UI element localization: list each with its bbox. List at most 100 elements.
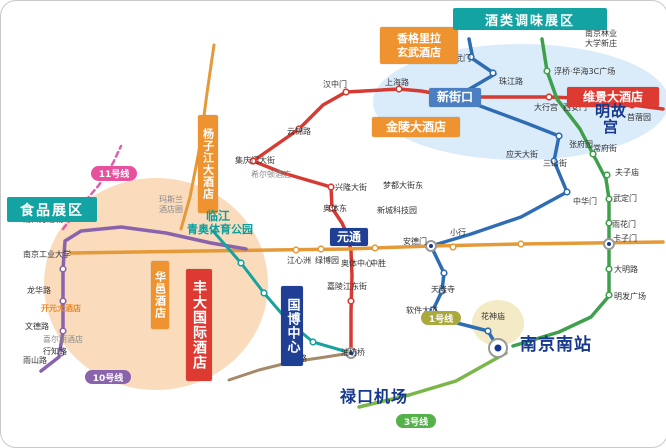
station-label: 张府园 (569, 140, 593, 149)
station-dot (342, 88, 350, 96)
station-dot (605, 291, 613, 299)
station-dot (440, 269, 448, 277)
station-label: 集庆门大街 (235, 156, 275, 165)
station-label: 中胜 (370, 259, 386, 268)
station-label: 雨山路 (23, 356, 47, 365)
station-dot (555, 132, 563, 140)
station-label: 小行 (450, 228, 466, 237)
station-dot (545, 93, 553, 101)
station-dot (467, 53, 475, 61)
tram-line-teal (211, 229, 353, 355)
interchange-icon-center (349, 351, 353, 355)
station-label: 文德路 (25, 322, 49, 331)
venue-box-expo-center: 国博中心 (281, 286, 303, 366)
hotel-box-fengda-international: 丰大国际酒店 (186, 269, 212, 381)
station-dot (550, 157, 558, 165)
line-badge-1: 1号线 (421, 311, 461, 325)
station-dot (605, 265, 613, 273)
station-label: 奥体东 (323, 204, 347, 213)
station-label: 绿博园 (315, 256, 339, 265)
hotel-box-jinling: 金陵大酒店 (372, 117, 460, 137)
station-label: 天隆寺 (431, 285, 455, 294)
hotel-box-metropark: 维景大酒店 (567, 87, 659, 107)
station-dot (603, 171, 611, 179)
station-label: 夫子庙 (615, 168, 639, 177)
station-dot (57, 349, 65, 357)
metro-line-3-green (511, 37, 611, 348)
station-dot (484, 327, 492, 335)
station-label: 玄武门 (447, 54, 471, 63)
station-dot (292, 246, 300, 254)
station-dot (438, 287, 446, 295)
station-dot (317, 245, 325, 253)
station-dot (59, 297, 67, 305)
station-label: 喜尔丽酒店 (43, 335, 83, 344)
station-dot (517, 240, 525, 248)
station-label: 行知路 (43, 347, 67, 356)
station-dot (249, 157, 257, 165)
station-label: 三山街 (543, 159, 567, 168)
station-label: 花神庙 (481, 312, 505, 321)
station-dot (543, 67, 551, 75)
station-label: 梦都大街东 (383, 181, 423, 190)
station-dot (605, 219, 613, 227)
station-dot (395, 85, 403, 93)
station-dot (59, 327, 67, 335)
line-badge-3: 3号线 (396, 414, 436, 428)
station-label: 雨花门 (612, 220, 636, 229)
station-label: 汉中门 (323, 80, 347, 89)
zone-label-wine-seasoning: 酒类调味展区 (453, 8, 607, 30)
station-label: 玛斯兰 酒店圈 (159, 195, 183, 214)
station-dot (489, 69, 497, 77)
station-dot (449, 243, 457, 251)
station-box-yuantong: 元通 (330, 228, 368, 246)
terminal-minggugong: 明故 宫 (595, 102, 628, 136)
station-label: 云锦路 (287, 127, 311, 136)
station-label: 南京林业 大学新庄 (585, 29, 617, 48)
station-label: 上海路 (385, 78, 409, 87)
station-label: 大明路 (614, 265, 638, 274)
station-label: 苜蓿园 (627, 113, 651, 122)
station-label: 兴隆大街 (335, 183, 367, 192)
station-label: 西安门 (563, 103, 587, 112)
hotel-box-huayi: 华邑酒店 (151, 261, 169, 329)
station-dot (563, 188, 571, 196)
station-dot (237, 259, 245, 267)
station-dot (309, 338, 317, 346)
interchange-icon-center (429, 244, 433, 248)
station-label: 开元大酒店 (41, 304, 81, 313)
station-youth-olympic-sports-park: 青奥体育公园 (187, 223, 253, 236)
station-label: 奥体中心 (341, 259, 373, 268)
station-label: 南京工业大学 (23, 250, 71, 259)
station-linjiang: 临江 (206, 209, 231, 223)
hotel-box-shangri-la-xuanwu: 香格里拉 玄武酒店 (380, 27, 458, 64)
metro-line-10-west-purple (39, 225, 248, 373)
station-label: 常府街 (593, 144, 617, 153)
huashenmiao-highlight (472, 300, 524, 346)
station-label: 新城科技园 (377, 206, 417, 215)
interchange-icon-center (607, 242, 611, 246)
station-dot (328, 204, 336, 212)
station-label: 嘉陵江东街 (327, 282, 367, 291)
terminal-nanjing-south: 南京南站 (520, 335, 592, 355)
station-label: 大行宫 (534, 103, 558, 112)
station-label: 浮桥·华海3C广场 (554, 67, 616, 76)
station-label: 卡子门 (613, 234, 637, 243)
zone-label-food: 食品展区 (7, 197, 97, 222)
station-label: 武定门 (613, 194, 637, 203)
station-dot (347, 297, 355, 305)
station-label: 希尔顿酒店 (251, 170, 291, 179)
airport-line-green (357, 351, 508, 409)
station-label: 软件大道 (406, 306, 438, 315)
station-label: 应天大街 (506, 150, 538, 159)
line-badge-11: 11号线 (91, 166, 137, 181)
station-dot (260, 289, 268, 297)
station-label: 安德门 (403, 237, 427, 246)
station-dot (59, 265, 67, 273)
station-label: 江心洲 (287, 256, 311, 265)
hotel-box-yangzijiang: 杨子江大酒店 (198, 115, 218, 213)
station-dot (589, 150, 597, 158)
station-label: 中华门 (573, 197, 597, 206)
station-label: 油坊桥 (341, 348, 365, 357)
terminal-lukou-airport: 禄口机场 (340, 387, 409, 406)
